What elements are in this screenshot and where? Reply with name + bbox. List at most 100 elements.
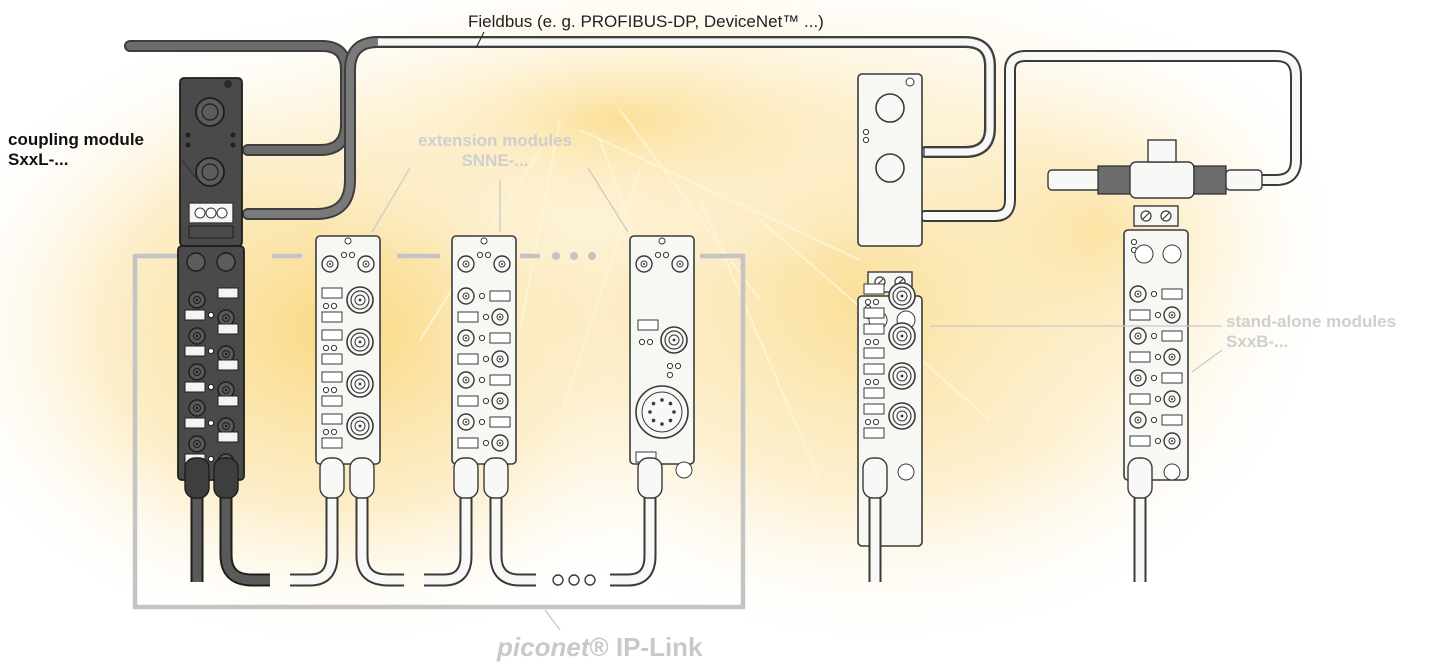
label-strip-icon — [1130, 394, 1150, 404]
status-led-icon — [865, 339, 870, 344]
coupling-module-label: coupling module SxxL-... — [8, 130, 144, 169]
status-led-icon — [331, 345, 336, 350]
status-led-icon — [349, 252, 354, 257]
m8-connector-icon — [1164, 391, 1180, 407]
m8-connector-icon — [189, 400, 205, 416]
status-led-icon — [208, 420, 213, 425]
cable-plug-icon — [638, 458, 662, 498]
m12-connector-icon — [347, 413, 373, 439]
m8-connector-icon — [189, 364, 205, 380]
label-strip-icon — [458, 396, 478, 406]
status-led-icon — [865, 299, 870, 304]
status-led-icon — [1155, 312, 1160, 317]
m8-connector-icon — [1130, 370, 1146, 386]
label-strip-icon — [322, 312, 342, 322]
status-led-icon — [1151, 375, 1156, 380]
ip-link-ellipsis-icon — [569, 575, 579, 585]
status-led-icon — [479, 335, 484, 340]
label-strip-icon — [490, 417, 510, 427]
status-led-icon — [1151, 333, 1156, 338]
m8-connector-icon — [189, 436, 205, 452]
status-led-icon — [341, 252, 346, 257]
fieldbus-label: Fieldbus (e. g. PROFIBUS-DP, DeviceNet™ … — [468, 12, 824, 32]
piconet-registered-mark: ® — [589, 632, 608, 662]
status-led-icon — [667, 363, 672, 368]
status-led-icon — [208, 348, 213, 353]
coupling-module-code: SxxL-... — [8, 150, 144, 170]
m8-connector-icon — [1163, 245, 1181, 263]
status-led-icon — [865, 379, 870, 384]
standalone-module — [1124, 206, 1188, 480]
status-led-icon — [208, 384, 213, 389]
ip-link-port-icon — [494, 256, 510, 272]
m8-connector-icon — [1164, 433, 1180, 449]
status-led-icon — [667, 372, 672, 377]
status-led-icon — [863, 129, 868, 134]
status-led-icon — [479, 293, 484, 298]
coupling-module — [178, 78, 244, 480]
label-strip-icon — [322, 438, 342, 448]
m8-connector-icon — [492, 393, 508, 409]
mount-hole-icon — [676, 462, 692, 478]
status-led-icon — [477, 252, 482, 257]
label-strip-icon — [458, 312, 478, 322]
label-strip-icon — [490, 333, 510, 343]
status-led-icon — [1151, 291, 1156, 296]
m8-connector-icon — [189, 328, 205, 344]
label-strip-icon — [1130, 352, 1150, 362]
ip-link-port-icon — [672, 256, 688, 272]
status-led-icon — [483, 398, 488, 403]
status-led-icon — [483, 314, 488, 319]
label-strip-icon — [322, 396, 342, 406]
cable-plug-icon — [1128, 458, 1152, 498]
cable-plug-icon — [454, 458, 478, 498]
m8-connector-icon — [1130, 286, 1146, 302]
label-strip-icon — [864, 348, 884, 358]
label-strip-icon — [864, 308, 884, 318]
label-strip-icon — [864, 404, 884, 414]
m12-connector-icon — [889, 323, 915, 349]
coupling-module-title: coupling module — [8, 130, 144, 150]
terminal-block-icon — [1134, 206, 1178, 226]
cable-plug-icon — [484, 458, 508, 498]
label-strip-icon — [322, 372, 342, 382]
label-strip-icon — [185, 418, 205, 428]
label-strip-icon — [1162, 373, 1182, 383]
m8-connector-icon — [492, 435, 508, 451]
m8-connector-icon — [492, 351, 508, 367]
label-strip-icon — [322, 414, 342, 424]
power-connector-icon — [636, 386, 688, 438]
label-strip-icon — [490, 375, 510, 385]
label-strip-icon — [1162, 415, 1182, 425]
extension-module — [452, 236, 516, 464]
label-strip-icon — [864, 324, 884, 334]
label-strip-icon — [458, 354, 478, 364]
ip-link-port-icon — [458, 256, 474, 272]
m12-connector-icon — [876, 154, 904, 182]
status-led-icon — [208, 456, 213, 461]
status-led-icon — [479, 419, 484, 424]
ip-link-ellipsis — [552, 252, 596, 260]
m8-connector-icon — [1130, 412, 1146, 428]
label-strip-icon — [1130, 436, 1150, 446]
label-strip-icon — [322, 288, 342, 298]
m8-connector-icon — [1164, 349, 1180, 365]
label-strip-icon — [322, 330, 342, 340]
m8-connector-icon — [189, 292, 205, 308]
extension-modules-title: extension modules — [418, 131, 572, 151]
cable-plug-icon — [863, 458, 887, 498]
status-led-icon — [208, 312, 213, 317]
status-led-icon — [1131, 239, 1136, 244]
m8-connector-icon — [458, 330, 474, 346]
status-led-icon — [655, 252, 660, 257]
label-strip-icon — [1162, 289, 1182, 299]
ip-link-port-icon — [358, 256, 374, 272]
status-led-icon — [1155, 354, 1160, 359]
cable-plug-icon — [350, 458, 374, 498]
label-strip-icon — [864, 284, 884, 294]
label-strip-icon — [864, 388, 884, 398]
status-led-icon — [1151, 417, 1156, 422]
status-led-icon — [873, 379, 878, 384]
extension-module — [630, 236, 694, 478]
